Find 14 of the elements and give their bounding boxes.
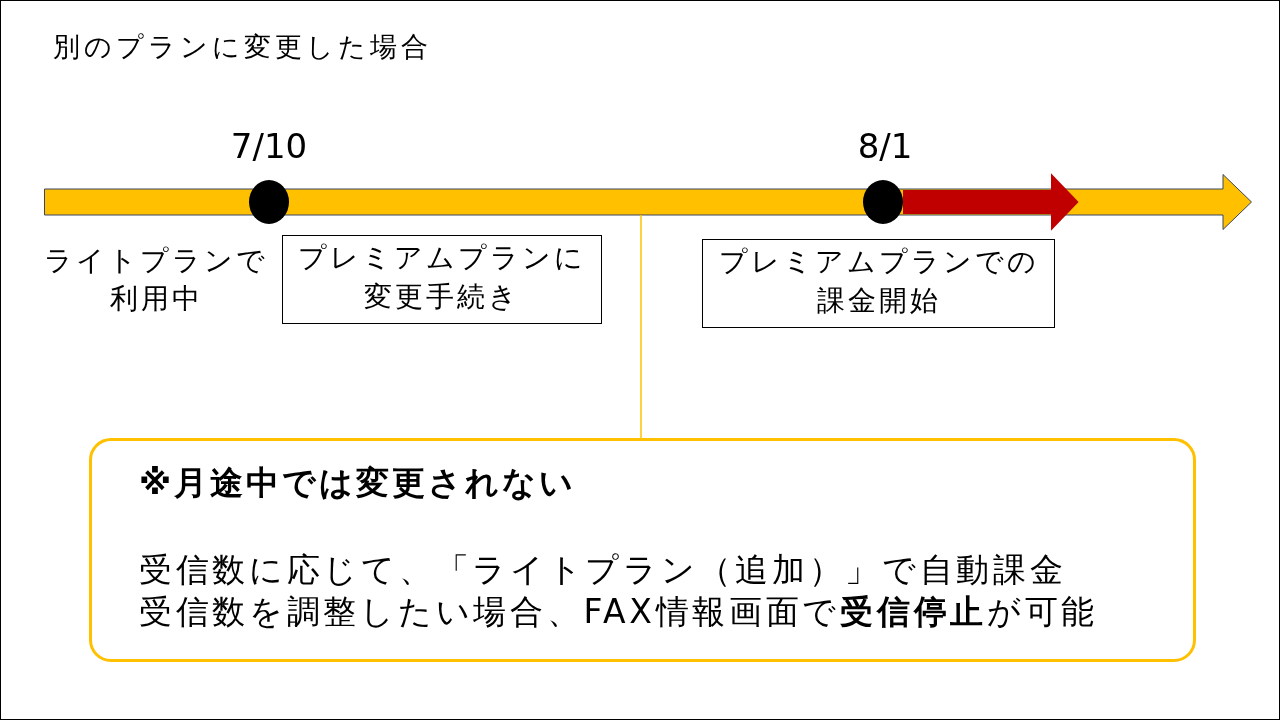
milestone-dot <box>249 180 289 224</box>
note-box <box>89 438 1196 662</box>
diagram-title: 別のプランに変更した場合 <box>53 30 432 64</box>
note-heading: ※月途中では変更されない <box>139 462 577 504</box>
leader-line <box>640 214 642 439</box>
date-label: 8/1 <box>856 126 914 166</box>
timeline-label: ライトプランで利用中 <box>43 243 269 317</box>
block-arrow <box>903 173 1079 231</box>
milestone-dot <box>863 180 903 224</box>
step-box: プレミアムプランに変更手続き <box>282 235 602 324</box>
step-box: プレミアムプランでの課金開始 <box>702 239 1055 328</box>
note-text: 受信数を調整したい場合、FAX情報画面で受信停止が可能 <box>139 591 1099 633</box>
date-label: 7/10 <box>229 126 309 166</box>
note-text: 受信数に応じて、「ライトプラン（追加）」で自動課金 <box>139 549 1067 591</box>
